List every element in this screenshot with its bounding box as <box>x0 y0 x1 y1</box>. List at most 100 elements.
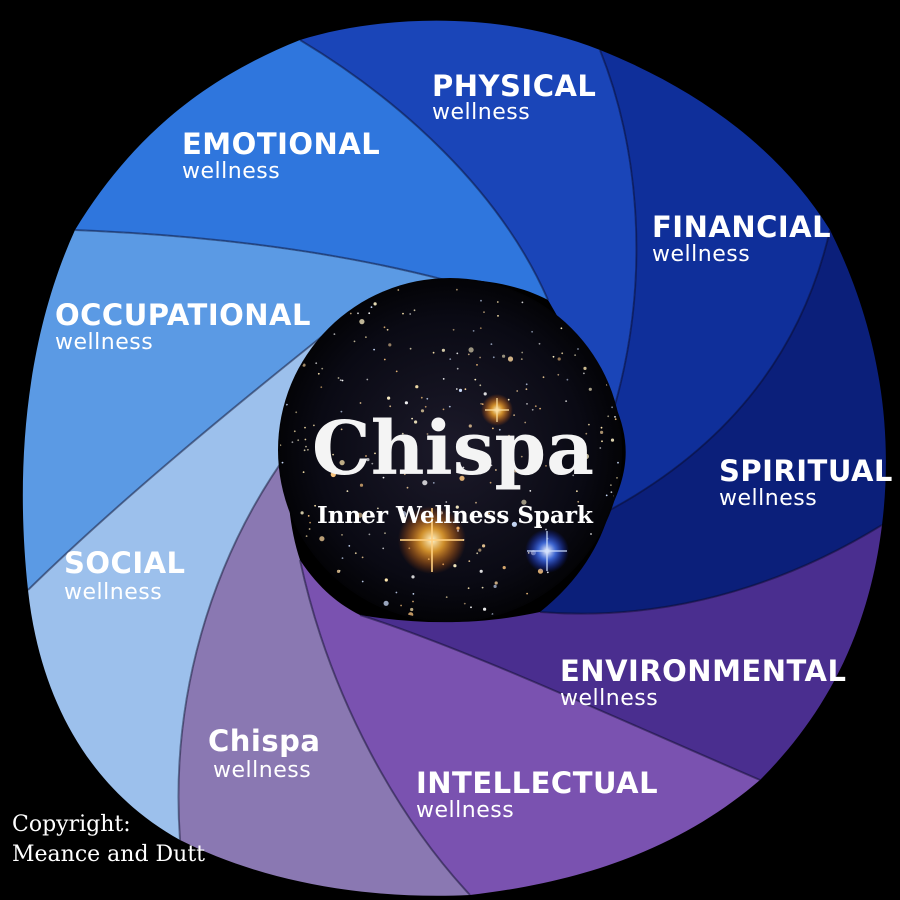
segment-spiritual <box>540 230 886 614</box>
star <box>395 370 398 373</box>
star <box>617 461 619 464</box>
star-flares <box>398 394 569 574</box>
star <box>340 410 343 413</box>
star <box>538 342 541 345</box>
star <box>305 445 307 448</box>
wheel-segments <box>22 20 886 896</box>
star <box>307 515 310 517</box>
star <box>539 524 542 527</box>
star <box>560 327 563 330</box>
star <box>468 560 471 562</box>
star <box>314 504 316 507</box>
label-physical-sub: wellness <box>432 100 530 125</box>
star <box>583 453 590 459</box>
star <box>420 396 423 399</box>
label-emotional: EMOTIONAL wellness <box>182 127 380 184</box>
star <box>383 358 386 361</box>
star <box>374 452 376 455</box>
star <box>280 444 282 447</box>
star <box>341 379 344 382</box>
star <box>337 377 340 379</box>
star <box>539 407 541 410</box>
label-physical-title: PHYSICAL <box>432 69 596 103</box>
star <box>442 378 445 380</box>
segment-dividers <box>27 39 883 896</box>
star <box>479 384 482 387</box>
star <box>495 469 497 471</box>
star <box>525 383 528 386</box>
star <box>588 423 590 426</box>
star <box>502 566 506 570</box>
star <box>482 544 486 548</box>
star <box>583 366 587 370</box>
star <box>488 512 490 515</box>
center-subtitle: Inner Wellness Spark <box>317 502 594 529</box>
segment-intellectual <box>300 560 760 895</box>
star <box>480 402 482 405</box>
star <box>445 501 448 503</box>
star <box>577 500 580 503</box>
label-social-title: SOCIAL <box>64 546 186 580</box>
star <box>414 420 418 424</box>
star <box>346 490 349 492</box>
star <box>442 441 444 444</box>
star <box>611 406 613 409</box>
star-field <box>280 288 619 618</box>
star <box>525 388 528 391</box>
star <box>504 478 508 482</box>
star <box>567 450 570 453</box>
star <box>340 428 343 431</box>
star <box>614 416 616 418</box>
star <box>476 364 478 366</box>
star <box>411 575 415 579</box>
star <box>462 436 465 438</box>
star <box>511 521 517 527</box>
star <box>377 507 379 510</box>
star <box>359 483 364 487</box>
label-chispa-title: Chispa <box>208 724 320 758</box>
star <box>470 517 472 520</box>
star <box>588 387 592 391</box>
star <box>436 439 439 442</box>
star <box>479 356 481 359</box>
star <box>382 476 385 479</box>
star <box>542 376 545 379</box>
star <box>303 449 306 452</box>
star <box>384 532 386 535</box>
star <box>498 428 501 431</box>
star <box>521 301 524 304</box>
segment-environmental <box>360 525 882 780</box>
star <box>401 510 407 517</box>
star <box>502 354 506 358</box>
star <box>327 423 330 426</box>
star <box>526 403 528 405</box>
star <box>445 596 448 598</box>
star <box>479 327 482 330</box>
star <box>461 472 463 475</box>
star <box>600 430 604 434</box>
star <box>455 505 459 509</box>
star <box>388 343 392 347</box>
label-spiritual: SPIRITUAL wellness <box>719 454 892 511</box>
star <box>332 453 334 456</box>
star <box>356 423 358 425</box>
star <box>590 533 592 535</box>
star <box>386 461 390 465</box>
label-spiritual-sub: wellness <box>719 486 817 511</box>
copyright-notice: Copyright: Meance and Dutt <box>12 810 205 870</box>
star <box>341 534 343 536</box>
star <box>395 591 398 594</box>
label-financial-title: FINANCIAL <box>652 210 831 244</box>
star <box>349 312 352 315</box>
star <box>415 385 419 389</box>
star <box>459 475 465 481</box>
star <box>585 432 588 435</box>
segment-social <box>28 330 330 840</box>
star <box>404 401 408 405</box>
star <box>366 458 370 462</box>
star <box>339 379 342 381</box>
star <box>565 400 567 402</box>
star <box>441 348 445 352</box>
star <box>502 448 508 455</box>
